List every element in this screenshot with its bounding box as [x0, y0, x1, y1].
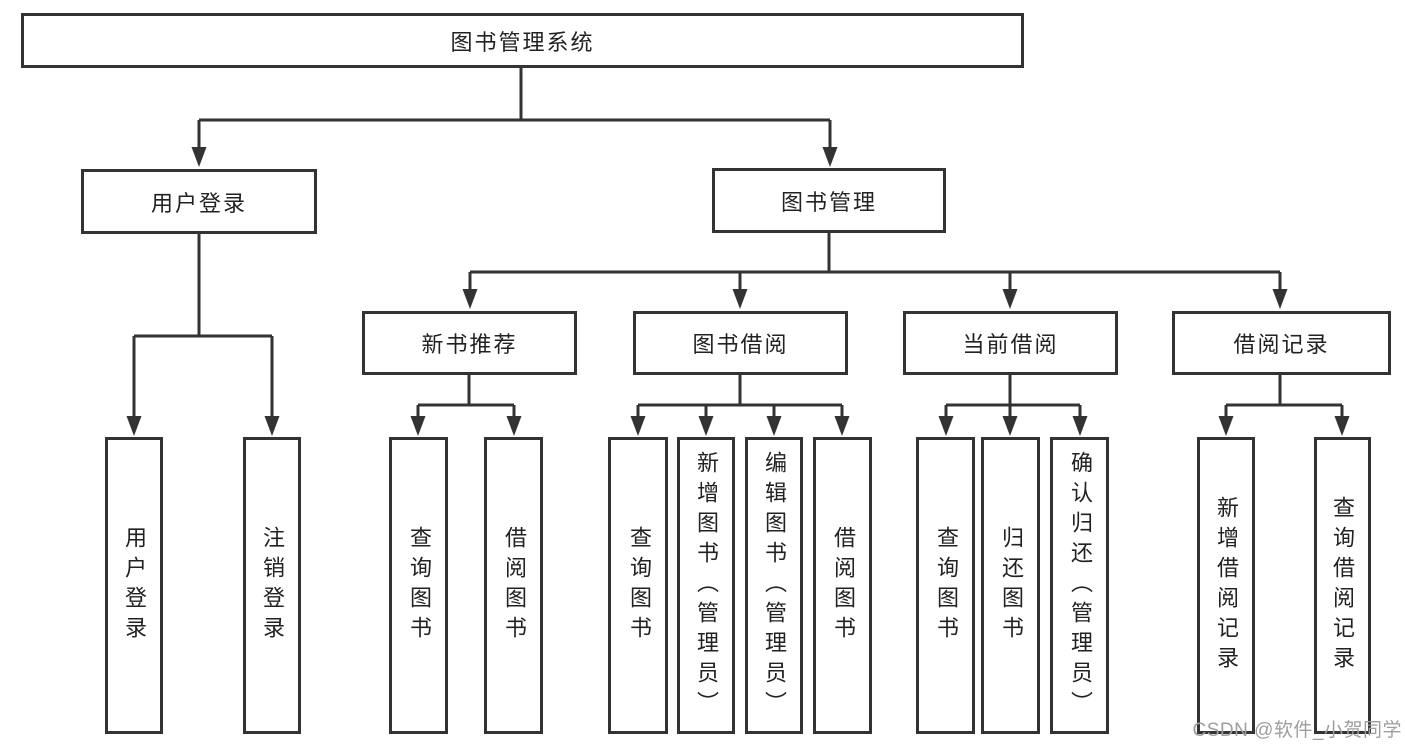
node-label: 新增借阅记录 [1214, 495, 1239, 676]
arrowhead [506, 416, 522, 436]
arrowhead [698, 416, 714, 436]
node-user-login-branch: 用户登录 [81, 169, 317, 234]
arrowhead [822, 147, 838, 167]
node-label: 确认归还（管理员） [1068, 450, 1093, 721]
node-label: 新书推荐 [421, 332, 518, 357]
leaf-borrow-book-1: 借阅图书 [484, 437, 543, 734]
arrowhead [1272, 289, 1288, 309]
leaf-add-book-admin: 新增图书（管理员） [677, 437, 735, 734]
node-label: 查询图书 [934, 525, 959, 646]
leaf-query-book-1: 查询图书 [389, 437, 448, 734]
leaf-query-borrow-record: 查询借阅记录 [1314, 437, 1371, 734]
arrowhead [410, 416, 426, 436]
arrowhead [732, 289, 748, 309]
arrowhead [1334, 416, 1350, 436]
node-label: 图书管理 [780, 189, 877, 215]
node-label: 新增图书（管理员） [694, 450, 719, 721]
node-label: 用户登录 [122, 525, 147, 646]
watermark: CSDN @软件_小贺同学 [1192, 720, 1402, 741]
node-label: 图书管理系统 [450, 29, 595, 55]
arrowhead [834, 416, 850, 436]
node-book-management: 图书管理 [712, 168, 946, 233]
leaf-borrow-book-2: 借阅图书 [813, 437, 872, 734]
node-label: 当前借阅 [962, 332, 1059, 357]
arrowhead [766, 416, 782, 436]
node-book-borrow: 图书借阅 [633, 311, 848, 375]
node-label: 查询借阅记录 [1330, 495, 1355, 676]
node-label: 用户登录 [150, 190, 247, 216]
arrowhead [126, 416, 142, 436]
connector-path [132, 65, 1344, 418]
arrowhead [191, 147, 207, 167]
leaf-query-book-3: 查询图书 [916, 437, 975, 734]
node-label: 查询图书 [407, 525, 432, 646]
leaf-confirm-return-admin: 确认归还（管理员） [1050, 437, 1109, 734]
node-label: 归还图书 [999, 525, 1024, 646]
node-library-management-system: 图书管理系统 [21, 13, 1024, 68]
node-borrow-records: 借阅记录 [1172, 311, 1391, 375]
node-label: 注销登录 [260, 525, 285, 646]
leaf-user-login: 用户登录 [105, 437, 163, 734]
leaf-add-borrow-record: 新增借阅记录 [1197, 437, 1255, 734]
arrowhead [462, 289, 478, 309]
leaf-logout: 注销登录 [243, 437, 301, 734]
arrowhead [1218, 416, 1234, 436]
leaf-return-book: 归还图书 [981, 437, 1040, 734]
leaf-edit-book-admin: 编辑图书（管理员） [745, 437, 803, 734]
arrowhead [1002, 289, 1018, 309]
node-current-borrow: 当前借阅 [903, 311, 1118, 375]
arrowhead [938, 416, 954, 436]
leaf-query-book-2: 查询图书 [608, 437, 668, 734]
arrowhead [630, 416, 646, 436]
node-label: 查询图书 [627, 525, 652, 646]
arrowhead [1072, 416, 1088, 436]
node-new-book-recommend: 新书推荐 [362, 311, 577, 375]
arrowhead [1002, 416, 1018, 436]
node-label: 编辑图书（管理员） [762, 450, 787, 721]
node-label: 借阅记录 [1233, 332, 1330, 357]
node-label: 借阅图书 [502, 525, 527, 646]
arrowhead [264, 416, 280, 436]
node-label: 图书借阅 [692, 332, 789, 357]
node-label: 借阅图书 [831, 525, 856, 646]
